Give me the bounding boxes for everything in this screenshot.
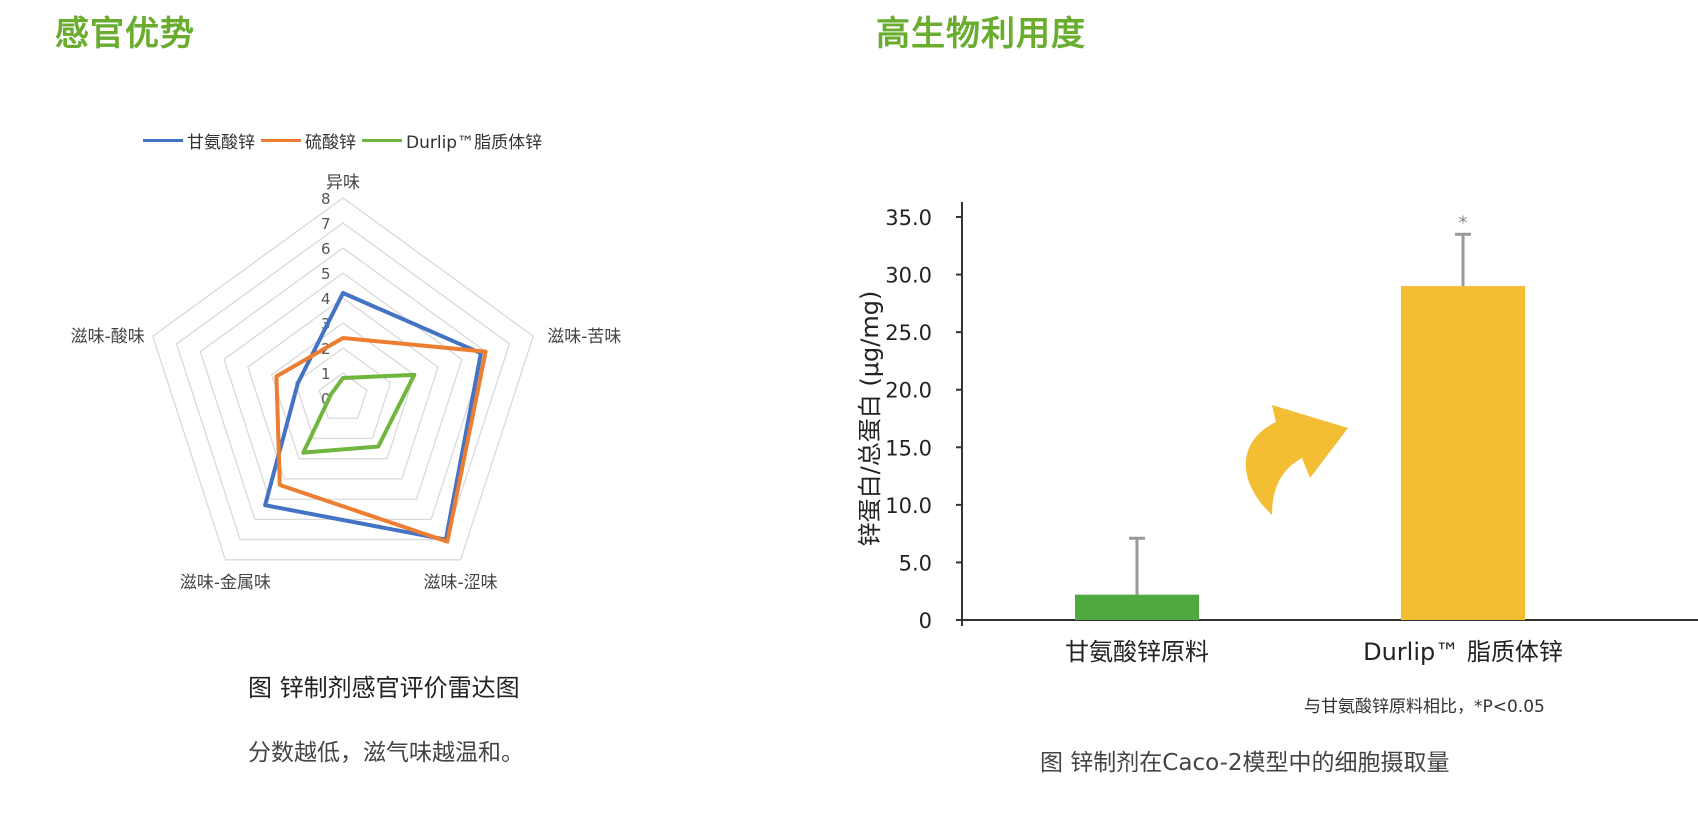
legend-swatch-sulfate — [261, 139, 301, 142]
x-category-label: Durlip™ 脂质体锌 — [1363, 638, 1563, 666]
radar-tick-label: 0 — [321, 390, 331, 408]
radar-axis-label: 滋味-金属味 — [180, 573, 271, 593]
y-tick-label: 10.0 — [885, 494, 932, 518]
radar-tick-label: 1 — [321, 365, 331, 383]
radar-grid-ring — [152, 197, 534, 561]
sensory-title: 感官优势 — [55, 14, 195, 54]
y-tick-label: 30.0 — [885, 264, 932, 288]
x-category-label: 甘氨酸锌原料 — [1065, 638, 1209, 666]
radar-tick-label: 5 — [321, 265, 331, 283]
legend-label-sulfate: 硫酸锌 — [305, 133, 356, 153]
radar-grid-ring — [318, 372, 368, 419]
significance-marker: * — [1459, 212, 1468, 233]
radar-tick-label: 8 — [321, 190, 331, 208]
legend-item-sulfate: 硫酸锌 — [261, 128, 356, 153]
y-axis-label: 锌蛋白/总蛋白 (μg/mg) — [856, 291, 884, 547]
legend-swatch-liposome — [362, 139, 402, 142]
radar-legend: 甘氨酸锌 硫酸锌 Durlip™脂质体锌 — [143, 128, 548, 153]
radar-caption: 图 锌制剂感官评价雷达图 — [248, 674, 520, 702]
radar-axis-label: 滋味-苦味 — [547, 327, 621, 347]
bar-caption: 图 锌制剂在Caco-2模型中的细胞摄取量 — [1040, 750, 1450, 776]
bar-1 — [1401, 286, 1525, 620]
radar-grid-ring — [223, 272, 463, 500]
radar-axis-label: 滋味-酸味 — [71, 327, 145, 347]
radar-axis-label: 滋味-涩味 — [423, 573, 497, 593]
significance-note: 与甘氨酸锌原料相比，*P<0.05 — [1304, 697, 1545, 717]
radar-note: 分数越低，滋气味越温和。 — [248, 740, 524, 766]
radar-series-0 — [263, 291, 483, 542]
radar-grid-ring — [175, 222, 511, 541]
y-tick-label: 25.0 — [885, 321, 932, 345]
bioavailability-title: 高生物利用度 — [876, 14, 1086, 54]
radar-series-2 — [301, 372, 417, 455]
legend-item-liposome: Durlip™脂质体锌 — [362, 128, 542, 153]
y-tick-label: 35.0 — [885, 206, 932, 230]
legend-label-glycinate: 甘氨酸锌 — [187, 133, 255, 153]
radar-axis-label: 异味 — [326, 173, 360, 193]
bar-0 — [1075, 594, 1199, 620]
y-tick-label: 15.0 — [885, 436, 932, 460]
bar-chart: 0 5.0 10.0 15.0 20.0 25.0 30.0 35.0 锌蛋白/总蛋白 (μg/… — [856, 202, 1698, 666]
legend-swatch-glycinate — [143, 139, 183, 142]
radar-tick-label: 6 — [321, 240, 331, 258]
legend-label-liposome: Durlip™脂质体锌 — [406, 133, 543, 153]
legend-item-glycinate: 甘氨酸锌 — [143, 128, 255, 153]
radar-tick-label: 7 — [321, 215, 331, 233]
y-tick-label: 20.0 — [885, 379, 932, 403]
y-tick-label: 0 — [919, 609, 932, 633]
radar-grid-ring — [247, 297, 439, 480]
curved-arrow-icon — [1245, 405, 1348, 515]
radar-grid-ring — [270, 322, 416, 460]
y-tick-label: 5.0 — [899, 551, 932, 575]
radar-series-1 — [274, 336, 488, 544]
radar-tick-label: 4 — [321, 290, 331, 308]
